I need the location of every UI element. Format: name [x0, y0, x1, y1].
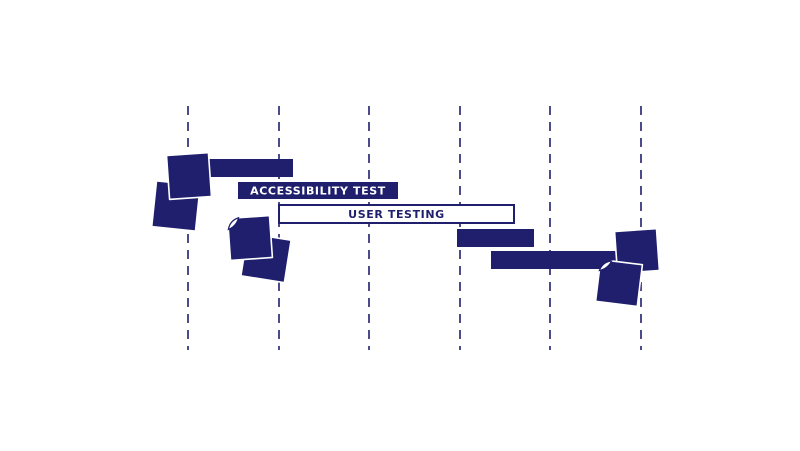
task-bar-5 [491, 251, 624, 269]
sticky-note-icon [165, 151, 213, 201]
task-bar-2: ACCESSIBILITY TEST [238, 182, 398, 199]
sticky-note-icon [594, 260, 644, 308]
task-bar-label: ACCESSIBILITY TEST [250, 185, 386, 198]
task-bar-1 [207, 159, 293, 177]
task-bar-3: USER TESTING [278, 204, 515, 224]
sticky-notes [150, 151, 661, 308]
task-bar-label: USER TESTING [348, 208, 445, 221]
timeline-grid [187, 106, 642, 350]
timeline-bars: ACCESSIBILITY TEST USER TESTING [207, 159, 624, 269]
sticky-note-icon [227, 214, 274, 262]
task-bar-4 [457, 229, 534, 247]
